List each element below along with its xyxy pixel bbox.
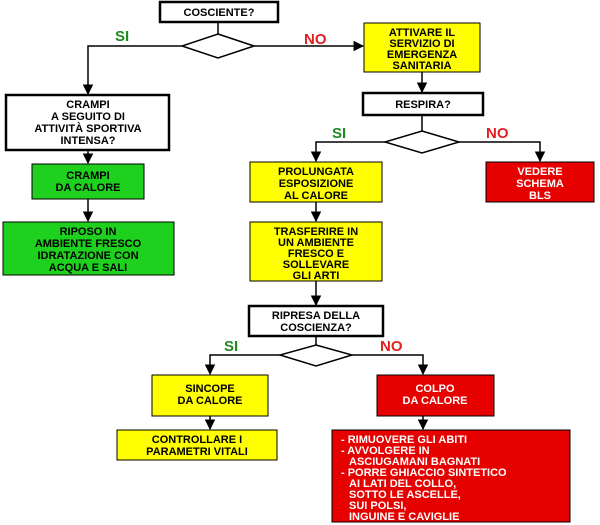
node-riposo-line-3: ACQUA E SALI [49, 262, 127, 274]
node-trasferire-line-0: TRASFERIRE IN [274, 226, 358, 238]
node-actions-line-0: - RIMUOVERE GLI ABITI [341, 434, 467, 446]
node-actions-line-5: SOTTO LE ASCELLE, [349, 489, 461, 501]
node-ripresa-line-0: RIPRESA DELLA [272, 310, 360, 322]
node-colpo: COLPO DA CALORE [376, 374, 495, 417]
decision-diamond-cosciente [179, 33, 257, 59]
node-crampi-question: CRAMPI A SEGUITO DI ATTIVITÀ SPORTIVA IN… [4, 93, 171, 152]
node-vedere-line-2: BLS [529, 190, 551, 202]
decision-diamond-ripresa [277, 344, 355, 367]
node-trasferire-line-3: SOLLEVARE [283, 259, 349, 271]
node-controllare-line-1: PARAMETRI VITALI [146, 446, 248, 458]
no-label-3: NO [380, 338, 403, 355]
no-label-2: NO [486, 125, 509, 142]
node-actions: - RIMUOVERE GLI ABITI - AVVOLGERE IN ASC… [331, 429, 571, 523]
connector-si-to-sincope [204, 354, 280, 376]
node-crampi-question-line-0: CRAMPI [66, 99, 109, 111]
node-colpo-line-1: DA CALORE [403, 395, 468, 407]
decision-diamond-respira [382, 130, 462, 154]
node-sincope: SINCOPE DA CALORE [151, 374, 269, 417]
node-sincope-line-1: DA CALORE [178, 395, 243, 407]
node-riposo-line-0: RIPOSO IN [60, 226, 117, 238]
node-attivare-line-2: EMERGENZA [387, 49, 457, 61]
yes-label-2: SI [332, 125, 346, 142]
node-vedere-line-0: VEDERE [517, 166, 562, 178]
node-respira-line-0: RESPIRA? [395, 99, 451, 111]
node-respira: RESPIRA? [361, 91, 485, 117]
node-ripresa-line-1: COSCIENZA? [280, 322, 352, 334]
node-cosciente: COSCIENTE? [158, 0, 280, 24]
node-actions-line-4: AI LATI DEL COLLO, [349, 478, 456, 490]
node-prolungata: PROLUNGATA ESPOSIZIONE AL CALORE [249, 161, 383, 203]
node-prolungata-line-2: AL CALORE [284, 190, 348, 202]
node-vedere: VEDERE SCHEMA BLS [485, 161, 595, 203]
node-cosciente-line-0: COSCIENTE? [184, 7, 255, 19]
node-riposo-line-1: AMBIENTE FRESCO [35, 238, 142, 250]
node-ripresa: RIPRESA DELLA COSCIENZA? [247, 304, 385, 338]
connector-si-to-prolungata [310, 141, 385, 163]
node-trasferire-line-2: FRESCO E [288, 248, 344, 260]
node-colpo-line-0: COLPO [415, 383, 455, 395]
node-crampi-question-line-2: ATTIVITÀ SPORTIVA [34, 122, 141, 135]
yes-label-3: SI [224, 338, 238, 355]
node-riposo-line-2: IDRATAZIONE CON [37, 250, 138, 262]
connector-no-to-colpo [352, 354, 429, 376]
node-controllare: CONTROLLARE I PARAMETRI VITALI [116, 429, 278, 461]
node-crampi-question-line-3: INTENSA? [61, 135, 116, 147]
node-crampi-calore-line-1: DA CALORE [56, 182, 121, 194]
node-trasferire-line-4: GLI ARTI [293, 270, 340, 282]
node-actions-line-1: - AVVOLGERE IN [341, 445, 430, 457]
node-trasferire-line-1: UN AMBIENTE [278, 237, 354, 249]
no-label-1: NO [304, 31, 327, 48]
node-crampi-question-line-1: A SEGUITO DI [51, 111, 125, 123]
node-attivare-line-0: ATTIVARE IL [389, 27, 455, 39]
connector-no-to-vedere [459, 141, 546, 163]
connectors [82, 22, 546, 431]
node-attivare-line-1: SERVIZIO DI [389, 38, 454, 50]
node-sincope-line-0: SINCOPE [185, 383, 235, 395]
connector-si-to-crampi-question [82, 45, 182, 96]
node-attivare-line-3: SANITARIA [392, 60, 451, 72]
node-prolungata-line-0: PROLUNGATA [278, 166, 354, 178]
yes-label-1: SI [115, 28, 129, 45]
node-actions-line-2: ASCIUGAMANI BAGNATI [349, 456, 480, 468]
node-controllare-line-0: CONTROLLARE I [152, 434, 242, 446]
node-crampi-calore-line-0: CRAMPI [66, 170, 109, 182]
node-actions-line-6: SUI POLSI, [349, 500, 406, 512]
node-riposo: RIPOSO IN AMBIENTE FRESCO IDRATAZIONE CO… [2, 221, 175, 276]
node-actions-line-7: INGUINE E CAVIGLIE [349, 511, 459, 523]
node-crampi-calore: CRAMPI DA CALORE [31, 163, 145, 200]
node-trasferire: TRASFERIRE IN UN AMBIENTE FRESCO E SOLLE… [249, 221, 383, 282]
node-attivare: ATTIVARE IL SERVIZIO DI EMERGENZA SANITA… [363, 22, 481, 73]
node-prolungata-line-1: ESPOSIZIONE [279, 178, 354, 190]
node-vedere-line-1: SCHEMA [516, 178, 564, 190]
node-actions-line-3: - PORRE GHIACCIO SINTETICO [341, 467, 507, 479]
